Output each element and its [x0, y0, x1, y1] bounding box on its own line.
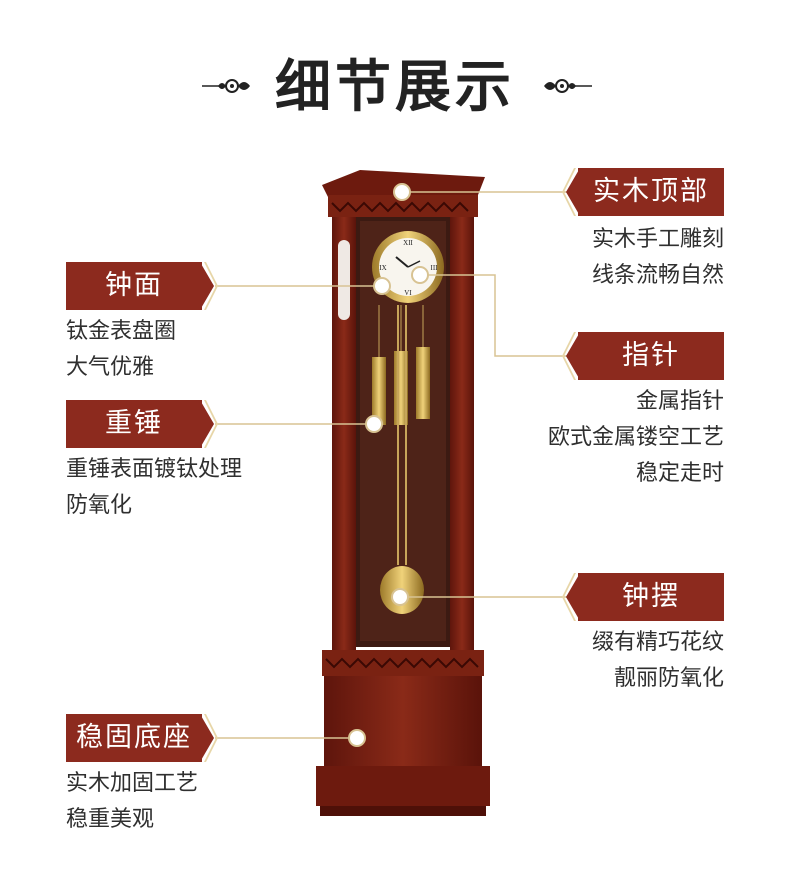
- tag-hands: 指针: [562, 332, 724, 380]
- svg-text:XII: XII: [403, 239, 413, 247]
- desc-pendulum: 缀有精巧花纹 靓丽防氧化: [591, 630, 724, 691]
- svg-text:VI: VI: [404, 289, 412, 297]
- left-ornament-icon: [202, 79, 250, 93]
- tag-arrow-icon: [200, 714, 218, 762]
- tag-solid-wood-top: 实木顶部: [562, 168, 724, 216]
- tag-arrow-icon: [200, 400, 218, 448]
- desc-weights: 重锤表面镀钛处理 防氧化: [66, 457, 243, 518]
- svg-text:IX: IX: [379, 264, 386, 272]
- right-ornament-icon: [544, 79, 592, 93]
- page-title: 细节展示: [275, 54, 515, 120]
- tag-weights: 重锤: [66, 400, 218, 448]
- svg-text:III: III: [431, 264, 439, 272]
- tag-dial: 钟面: [66, 262, 218, 310]
- tag-arrow-icon: [562, 332, 580, 380]
- desc-hands: 金属指针 欧式金属镂空工艺 稳定走时: [547, 389, 724, 486]
- tag-arrow-icon: [562, 168, 580, 216]
- tag-stable-base: 稳固底座: [66, 714, 218, 762]
- desc-stable-base: 实木加固工艺 稳重美观: [66, 771, 199, 832]
- tag-arrow-icon: [200, 262, 218, 310]
- tag-arrow-icon: [562, 573, 580, 621]
- desc-solid-wood-top: 实木手工雕刻 线条流畅自然: [591, 227, 724, 288]
- desc-dial: 钛金表盘圈 大气优雅: [66, 319, 177, 380]
- tag-pendulum: 钟摆: [562, 573, 724, 621]
